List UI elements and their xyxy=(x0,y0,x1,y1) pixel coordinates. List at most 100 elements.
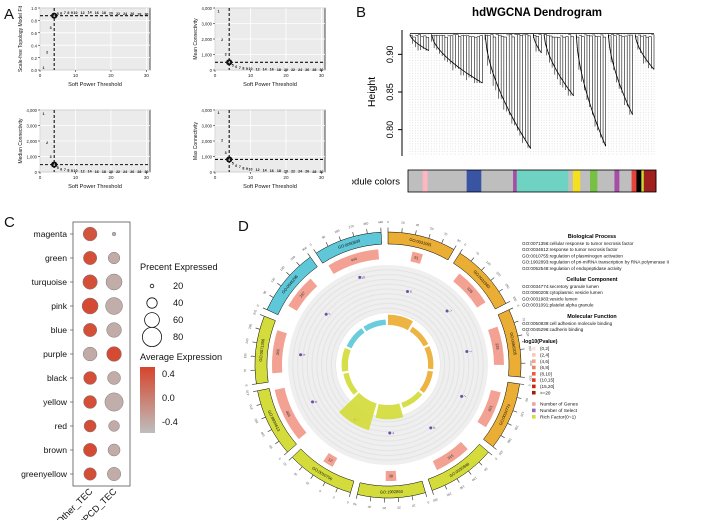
go-id-label: GO:0060205 xyxy=(509,332,518,356)
svg-text:0: 0 xyxy=(387,220,389,224)
svg-text:0.90: 0.90 xyxy=(385,46,395,64)
panel-b-letter: B xyxy=(356,4,367,21)
pvalue-swatch xyxy=(532,390,536,395)
selected-power-point xyxy=(226,59,233,66)
color-legend-tick: -0.4 xyxy=(162,417,178,427)
gene-count-value: 366 xyxy=(276,349,281,356)
legend-go-item: GO:0034774:secretory granule lumen xyxy=(522,284,599,289)
svg-text:1,000: 1,000 xyxy=(27,155,38,160)
svg-text:20: 20 xyxy=(108,175,114,180)
selected-power-point xyxy=(51,12,58,19)
svg-text:3: 3 xyxy=(225,52,227,56)
svg-text:260: 260 xyxy=(504,283,510,290)
svg-text:360: 360 xyxy=(363,221,369,226)
svg-text:10: 10 xyxy=(412,503,416,508)
svg-text:4,000: 4,000 xyxy=(27,108,38,113)
track-swatch xyxy=(532,408,536,413)
pvalue-bin-label: (10,15] xyxy=(540,378,554,383)
gene-count-bar xyxy=(274,387,307,440)
y-axis-label: Max Connectivity xyxy=(193,121,199,160)
go-id-label: GO:1902893 xyxy=(380,489,404,495)
rich-factor-sector xyxy=(419,370,433,393)
selected-power-point xyxy=(226,156,233,163)
dot-brown-Other_TEC xyxy=(83,443,98,457)
module-color-grey xyxy=(580,170,591,192)
legend-go-item: GO:0071356:cellular response to tumor ne… xyxy=(522,241,634,246)
select-count-value: 6 xyxy=(409,290,412,294)
svg-text:6: 6 xyxy=(235,65,237,69)
panel-c-dotplot: magentagreenturquoisepinkbluepurpleblack… xyxy=(21,221,222,520)
svg-text:240: 240 xyxy=(290,255,297,262)
color-legend-tick: 0.4 xyxy=(162,369,175,379)
svg-text:70: 70 xyxy=(521,317,526,322)
select-count-point xyxy=(465,350,469,354)
svg-text:10: 10 xyxy=(293,471,298,476)
svg-text:2: 2 xyxy=(221,139,223,143)
dot-red-mtPCD_TEC xyxy=(108,420,120,432)
svg-text:10: 10 xyxy=(73,169,77,173)
svg-text:5: 5 xyxy=(232,162,234,166)
module-color-green xyxy=(590,170,598,192)
svg-text:150: 150 xyxy=(243,353,247,359)
svg-text:20: 20 xyxy=(397,505,401,509)
svg-text:330: 330 xyxy=(528,375,532,381)
gene-count-value: 91 xyxy=(414,256,419,261)
y-axis-label: Height xyxy=(366,77,378,107)
module-color-grey xyxy=(597,170,615,192)
svg-text:330: 330 xyxy=(512,296,518,303)
svg-text:9: 9 xyxy=(71,169,73,173)
gene-count-value: 321 xyxy=(487,405,493,412)
svg-text:6: 6 xyxy=(60,167,62,171)
dot-magenta-mtPCD_TEC xyxy=(111,231,117,237)
select-count-value: 10 xyxy=(361,275,366,280)
svg-text:70: 70 xyxy=(243,369,247,373)
dot-green-Other_TEC xyxy=(83,251,98,265)
svg-text:2: 2 xyxy=(221,38,223,42)
select-count-point xyxy=(299,353,303,357)
svg-text:30: 30 xyxy=(319,170,323,174)
svg-text:8: 8 xyxy=(242,66,244,70)
dot-greenyellow-mtPCD_TEC xyxy=(107,467,121,481)
gene-count-bar xyxy=(477,389,501,428)
module-row-label: yellow xyxy=(43,397,68,407)
svg-text:0: 0 xyxy=(318,489,322,493)
go-id-label: GO:0071356 xyxy=(258,338,266,362)
size-legend-value: 40 xyxy=(173,298,183,308)
pvalue-bin-label: (4,6] xyxy=(540,359,549,364)
pvalue-swatch xyxy=(532,372,536,376)
panel-b-title: hdWGCNA Dendrogram xyxy=(472,7,602,19)
rich-factor-sector xyxy=(343,372,358,395)
select-count-value: 6 xyxy=(432,426,436,430)
svg-text:5: 5 xyxy=(57,166,59,170)
svg-text:18: 18 xyxy=(277,169,281,173)
svg-text:22: 22 xyxy=(291,169,295,173)
svg-text:1: 1 xyxy=(43,66,45,70)
y-axis-label: Mean Connectivity xyxy=(193,18,199,60)
gene-count-value: 328 xyxy=(495,343,500,350)
select-count-point xyxy=(358,275,362,279)
svg-text:26: 26 xyxy=(130,12,134,16)
rich-factor-sector xyxy=(401,391,423,408)
rich-factor-sector xyxy=(375,403,404,420)
svg-text:0.85: 0.85 xyxy=(385,83,395,101)
svg-text:8: 8 xyxy=(67,169,69,173)
category-arc xyxy=(483,381,520,448)
module-color-pink xyxy=(422,170,428,192)
dot-yellow-Other_TEC xyxy=(83,395,97,409)
size-legend-dot xyxy=(141,327,162,348)
svg-text:370: 370 xyxy=(249,404,254,410)
module-color-grey xyxy=(481,170,514,192)
size-legend-value: 20 xyxy=(173,281,183,291)
module-row-label: purple xyxy=(43,349,67,359)
svg-text:60: 60 xyxy=(262,290,267,295)
pvalue-bin-label: >=20 xyxy=(540,390,551,395)
dendrogram-group: hdWGCNA Dendrogram0.800.850.90HeightModu… xyxy=(352,7,657,193)
svg-text:0.8: 0.8 xyxy=(31,19,37,24)
module-row-label: magenta xyxy=(34,229,68,239)
pvalue-swatch xyxy=(532,384,536,389)
select-count-value: 7 xyxy=(448,309,452,313)
svg-text:440: 440 xyxy=(378,220,384,224)
